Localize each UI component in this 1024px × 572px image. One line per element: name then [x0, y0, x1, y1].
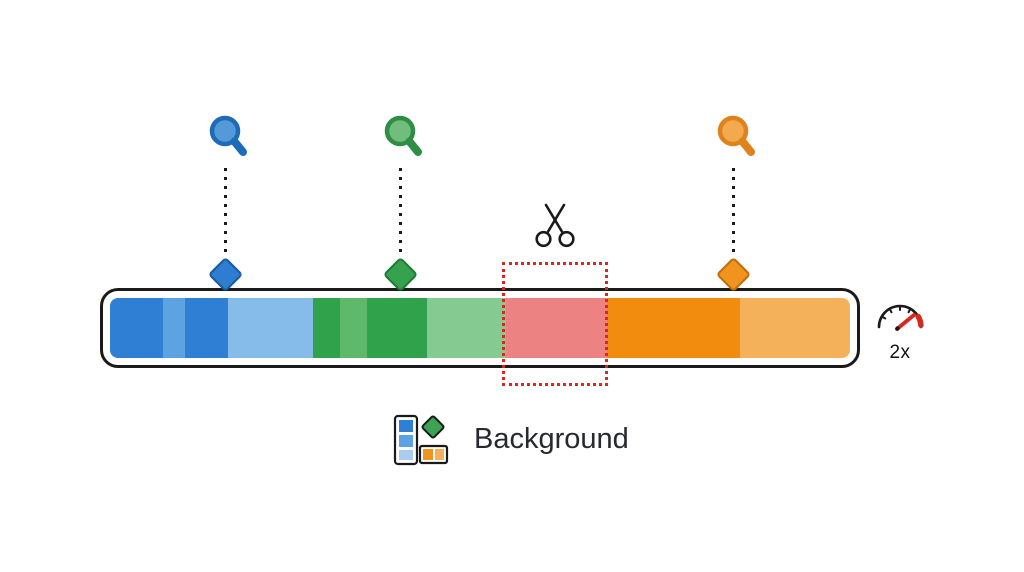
- background-caption: Background: [392, 410, 629, 468]
- timeline-segments: [110, 298, 850, 358]
- timeline-segment-green-highlight: [340, 298, 367, 358]
- cut-selection-box: [502, 262, 608, 386]
- speedometer-icon: [877, 304, 924, 331]
- magnifier-icon-orange: [717, 115, 755, 156]
- scissors-icon: [535, 203, 575, 248]
- magnifier-icon-blue: [209, 115, 247, 156]
- background-label: Background: [474, 422, 629, 455]
- timeline-segment-blue-a: [110, 298, 164, 358]
- timeline-segment-green-light: [427, 298, 506, 358]
- speed-label: 2x: [889, 342, 911, 363]
- zoom-track-blue: [201, 112, 249, 293]
- magnifier-icon-green: [384, 115, 422, 156]
- timeline-segment-green-a: [312, 298, 341, 358]
- diamond-marker-blue: [207, 256, 243, 293]
- dotted-connector-orange: [731, 168, 735, 256]
- diamond-marker-orange: [715, 256, 751, 293]
- zoom-track-orange: [709, 112, 757, 293]
- timeline-segment-green-b: [366, 298, 428, 358]
- timeline-segment-blue-b: [185, 298, 229, 358]
- timeline-segment-blue-light: [228, 298, 313, 358]
- timeline-segment-orange-a: [607, 298, 741, 358]
- timeline-segment-orange-light: [740, 298, 850, 358]
- timeline-segment-blue-highlight: [163, 298, 186, 358]
- timeline-segment-red-cut: [505, 298, 608, 358]
- dotted-connector-blue: [223, 168, 227, 256]
- speed-indicator: 2x: [871, 292, 929, 364]
- timeline-bar: [100, 288, 860, 368]
- palette-icon: [393, 414, 449, 466]
- zoom-track-green: [376, 112, 424, 293]
- dotted-connector-green: [398, 168, 402, 256]
- diamond-marker-green: [382, 256, 418, 293]
